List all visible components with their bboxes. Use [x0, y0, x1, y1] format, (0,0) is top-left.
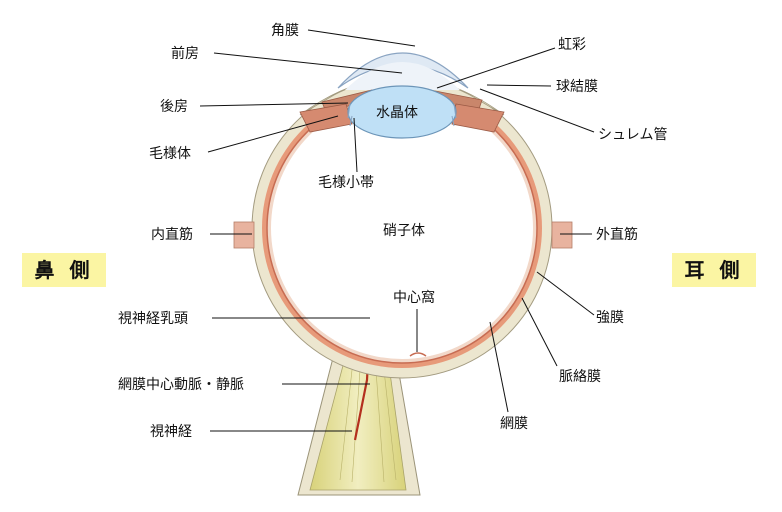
label-optic-nerve: 視神経 [150, 424, 192, 440]
label-anterior-chamber: 前房 [171, 45, 199, 62]
label-sclera: 強膜 [596, 310, 624, 326]
temporal-side-label: 耳 側 [672, 253, 756, 287]
label-retina: 網膜 [500, 416, 528, 432]
zonule-fibers [347, 103, 457, 127]
lens-drawing [347, 85, 457, 139]
medial-rectus-muscle [233, 221, 255, 249]
label-conjunctiva: 球結膜 [556, 79, 598, 95]
label-fovea: 中心窩 [393, 289, 435, 306]
label-zonule: 毛様小帯 [318, 175, 374, 191]
ciliary-body-left [299, 103, 353, 133]
label-lateral-rectus: 外直筋 [596, 226, 638, 243]
label-schlemm: シュレム管 [598, 127, 667, 143]
optic-nerve-drawing [297, 341, 421, 496]
label-cornea: 角膜 [271, 23, 299, 39]
nasal-side-label: 鼻 側 [22, 253, 106, 287]
label-medial-rectus: 内直筋 [151, 226, 193, 243]
label-ciliary-body: 毛様体 [149, 146, 191, 162]
vitreous-body [271, 97, 533, 359]
label-vitreous: 硝子体 [383, 223, 425, 239]
fovea-mark [409, 352, 427, 357]
lateral-rectus-muscle [551, 221, 573, 249]
label-posterior-chamber: 後房 [160, 99, 188, 115]
leader-lines [199, 29, 595, 432]
label-lens: 水晶体 [376, 105, 418, 121]
label-iris: 虹彩 [558, 37, 586, 53]
label-optic-disc: 視神経乳頭 [118, 311, 188, 327]
label-central-vessels: 網膜中心動脈・静脈 [118, 377, 244, 393]
label-choroid: 脈絡膜 [559, 369, 601, 385]
